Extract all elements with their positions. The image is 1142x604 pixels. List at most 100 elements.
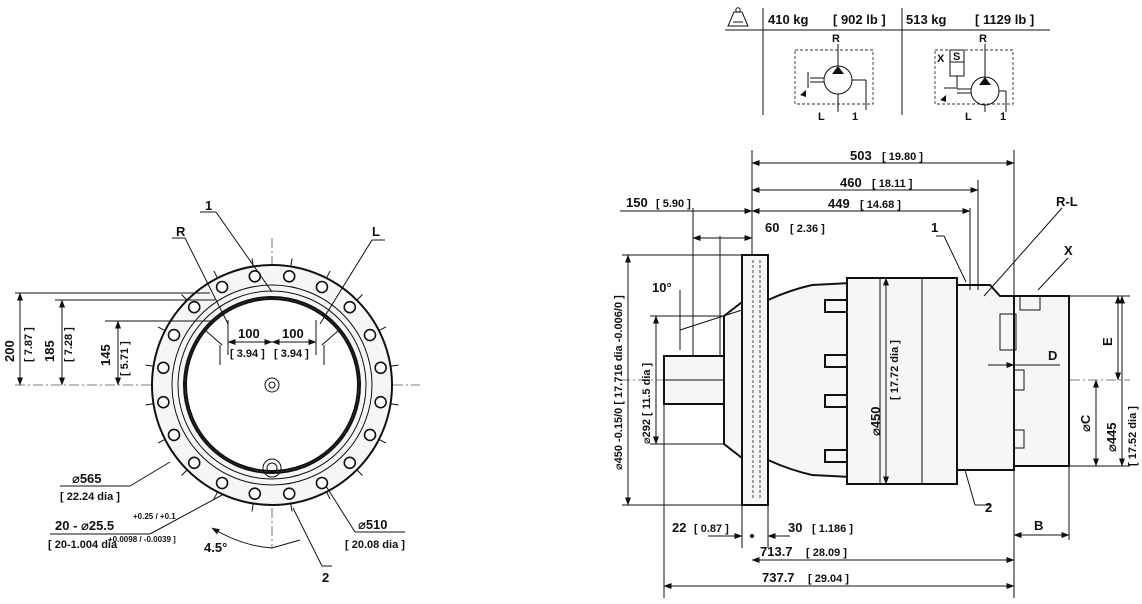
dim-185-imperial: [ 7.28 ]	[63, 327, 75, 362]
weight-2-imperial: [ 1129 lb ]	[975, 12, 1034, 27]
bolt-hole	[157, 361, 170, 375]
flange-tick	[145, 364, 154, 367]
dim-d: D	[1048, 348, 1057, 363]
dim-100-left-imperial: [ 3.94 ]	[230, 348, 265, 360]
flange-tick-marks	[145, 258, 399, 512]
dim-503-imperial: [ 19.80 ]	[882, 151, 923, 163]
dim-737-7: 737.7	[762, 570, 795, 585]
port-x-label: X	[937, 53, 945, 65]
dim-holes-tolerance: +0.25 / +0.1	[133, 512, 176, 521]
flange-tick	[157, 326, 166, 331]
weight-2: 513 kg	[906, 12, 947, 27]
dim-565: ⌀565	[72, 471, 102, 486]
dim-450-body-imperial: [ 17.72 dia ]	[889, 340, 901, 400]
flange-tick	[213, 270, 218, 279]
port-1-label: 1	[852, 111, 858, 123]
bolt-hole	[215, 280, 229, 294]
dim-22-imperial: [ 0.87 ]	[694, 523, 729, 535]
weight-1: 410 kg	[768, 12, 809, 27]
dim-holes-imperial: [ 20-1.004 dia	[48, 539, 118, 551]
bolt-hole	[215, 476, 229, 490]
dim-c: ⌀C	[1078, 414, 1093, 432]
flange-tick	[213, 491, 218, 500]
dim-450-body: ⌀450	[868, 406, 883, 436]
flange-tick	[145, 403, 154, 406]
side-view: 503 [ 19.80 ] 460 [ 18.11 ] 449 [ 14.68 …	[613, 148, 1139, 598]
mounting-flange	[741, 254, 769, 506]
motor-body	[846, 277, 958, 485]
dim-200: 200	[2, 340, 17, 362]
port-1-label-2: 1	[1000, 111, 1006, 123]
dim-510-imperial: [ 20.08 dia ]	[345, 539, 405, 551]
bolt-hole	[167, 428, 181, 442]
dim-b: B	[1034, 518, 1043, 533]
dim-449: 449	[828, 196, 850, 211]
dim-100-right: 100	[282, 326, 304, 341]
bolt-hole	[363, 428, 377, 442]
bolt-holes	[157, 270, 387, 500]
dim-737-7-imperial: [ 29.04 ]	[808, 573, 849, 585]
bolt-hole	[167, 328, 181, 342]
side-label-x: X	[1064, 243, 1073, 258]
dim-510: ⌀510	[358, 517, 388, 532]
flange-tick	[290, 258, 293, 267]
weight-icon	[727, 7, 749, 27]
dim-holes: 20 - ⌀25.5	[55, 518, 114, 533]
hydraulic-symbol-motor: R L 1	[794, 33, 874, 123]
dim-713-7-imperial: [ 28.09 ]	[806, 547, 847, 559]
side-label-r-l: R-L	[1056, 194, 1078, 209]
port-r-label: R	[832, 33, 840, 45]
front-label-1: 1	[205, 198, 212, 213]
side-label-2: 2	[985, 500, 992, 515]
bolt-hole	[374, 395, 387, 409]
flange-tick	[390, 364, 399, 367]
front-view: 1 R L 2 200 [ 7.87 ] 185 [ 7.28 ] 145 [ …	[2, 198, 420, 585]
bolt-hole	[343, 300, 357, 314]
flange-tick	[326, 270, 331, 279]
flange-tick	[326, 491, 331, 500]
dim-30-imperial: [ 1.186 ]	[812, 523, 853, 535]
dim-angle-10: 10°	[652, 280, 672, 295]
flange-tick	[390, 403, 399, 406]
front-label-r: R	[176, 224, 186, 239]
bolt-hole	[187, 456, 201, 470]
dim-145-imperial: [ 5.71 ]	[119, 341, 131, 376]
bolt-hole	[363, 328, 377, 342]
bolt-hole	[315, 280, 329, 294]
dim-22: 22	[672, 520, 686, 535]
weight-1-imperial: [ 902 lb ]	[833, 12, 886, 27]
dim-450-tolerance: ⌀450 -0.15/0 [ 17.716 dia -0.006/0 ]	[613, 295, 625, 470]
dim-angle-4-5: 4.5°	[204, 540, 227, 555]
bolt-hole	[343, 456, 357, 470]
side-label-1: 1	[931, 220, 938, 235]
port-s-label: S	[953, 51, 960, 63]
front-label-l: L	[372, 224, 380, 239]
flange-tick	[290, 503, 293, 512]
bolt-hole	[157, 395, 170, 409]
flange-tick	[378, 326, 387, 331]
dim-e: E	[1100, 337, 1115, 346]
dim-holes-imperial-tolerance: +0.0098 / -0.0039 ]	[108, 535, 176, 544]
dim-60-imperial: [ 2.36 ]	[790, 223, 825, 235]
dim-449-imperial: [ 14.68 ]	[860, 199, 901, 211]
flange-tick	[356, 294, 363, 301]
dim-713-7: 713.7	[760, 544, 793, 559]
bolt-hole	[282, 270, 296, 283]
flange-tick	[157, 439, 166, 444]
flange-tick	[181, 469, 188, 476]
dim-30: 30	[788, 520, 802, 535]
dim-100-right-imperial: [ 3.94 ]	[274, 348, 309, 360]
dim-200-imperial: [ 7.87 ]	[23, 327, 35, 362]
dim-150: 150	[626, 195, 648, 210]
flange-tick	[356, 469, 363, 476]
bolt-hole	[248, 487, 262, 500]
bolt-hole	[374, 361, 387, 375]
dim-460: 460	[840, 175, 862, 190]
front-label-2: 2	[322, 570, 329, 585]
dim-445-imperial: [ 17.52 dia ]	[1127, 406, 1139, 466]
dim-460-imperial: [ 18.11 ]	[872, 178, 913, 190]
dim-565-imperial: [ 22.24 dia ]	[60, 491, 120, 503]
dim-185: 185	[42, 340, 57, 362]
dim-100-left: 100	[238, 326, 260, 341]
